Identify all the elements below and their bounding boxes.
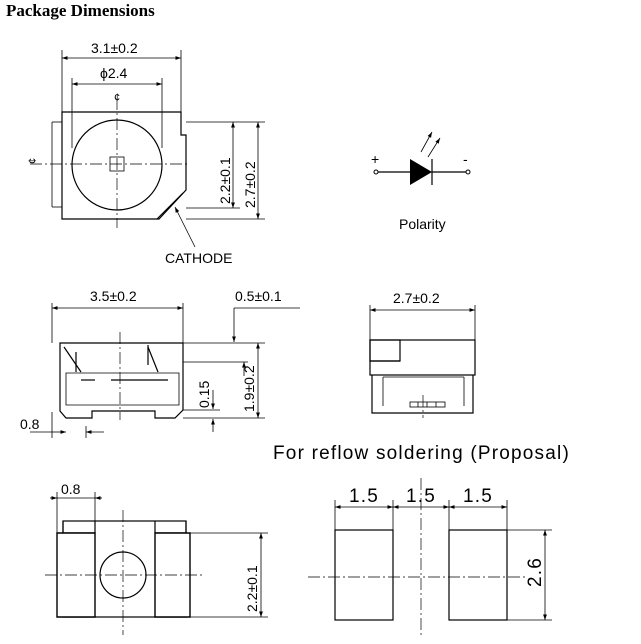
solder-pad-layout [308, 478, 552, 636]
dim-pad-width-right: 1.5 [463, 486, 493, 507]
diode-symbol [373, 131, 471, 185]
dim-end-width: 2.7±0.2 [393, 290, 440, 306]
dim-lead-offset: 0.5±0.1 [235, 288, 282, 304]
dim-pad-height: 2.6 [525, 557, 546, 587]
dim-side-width: 3.5±0.2 [90, 288, 137, 304]
solder-pad-left [334, 529, 394, 621]
center-mark-horizontal: ¢ [27, 158, 39, 164]
dim-lens-diameter: ϕ2.4 [100, 65, 128, 81]
polarity-minus: - [463, 151, 468, 167]
end-view [369, 305, 476, 418]
side-view [30, 303, 300, 438]
dim-side-height: 1.9±0.2 [241, 365, 257, 412]
polarity-label: Polarity [399, 216, 446, 232]
dim-bottom-height: 2.2±0.1 [244, 565, 260, 612]
dim-top-width: 3.1±0.2 [91, 40, 138, 56]
solder-pad-right [448, 529, 508, 621]
page-title: Package Dimensions [6, 1, 155, 20]
dim-lead-length: 0.8 [20, 416, 40, 432]
dim-lead-thickness: 0.15 [196, 381, 212, 408]
dim-pad-gap: 1.5 [406, 486, 436, 507]
reflow-title: For reflow soldering (Proposal) [273, 443, 570, 464]
cathode-label: CATHODE [165, 250, 232, 266]
dim-height-inner: 2.2±0.1 [217, 157, 233, 204]
top-view [30, 50, 265, 248]
center-mark-vertical: ¢ [114, 92, 120, 104]
bottom-view [45, 492, 268, 635]
dim-pad-width-left: 1.5 [349, 486, 379, 507]
polarity-plus: + [371, 151, 379, 167]
dim-bottom-lead: 0.8 [61, 481, 81, 497]
dim-height-outer: 2.7±0.2 [242, 161, 258, 208]
